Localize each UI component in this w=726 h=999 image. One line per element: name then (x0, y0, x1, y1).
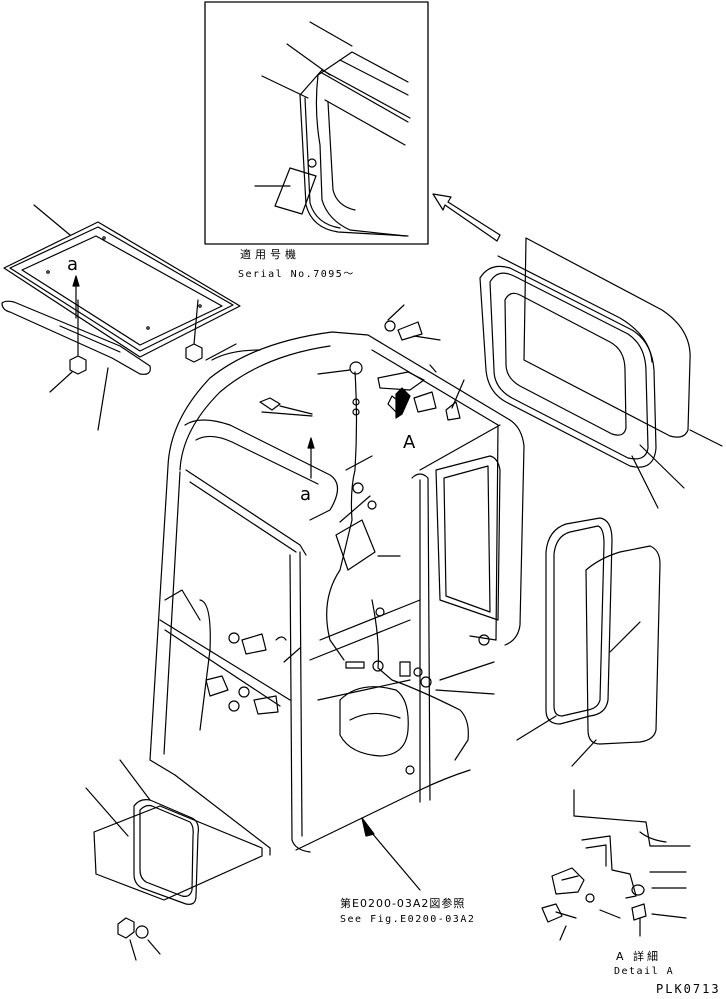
roof-glass-panel (1, 204, 241, 431)
mark-a-cab: a (300, 484, 312, 505)
detail-a-label-jp: A 詳細 (616, 950, 662, 963)
serial-label-en: Serial No.7095〜 (238, 269, 355, 280)
serial-label-jp: 適用号機 (240, 248, 300, 261)
side-window-lower (516, 517, 661, 767)
mark-a-roof: a (67, 254, 79, 275)
reference-label-en: See Fig.E0200-03A2 (340, 914, 476, 925)
rear-cover-plate (85, 759, 263, 961)
inset-arrow (432, 193, 501, 242)
drawing-code: PLK0713 (656, 982, 721, 996)
inset-detail-box (204, 1, 429, 245)
reference-label-jp: 第E0200-03A2図参照 (340, 897, 466, 910)
view-a-marker: A (403, 432, 416, 453)
side-window-upper (479, 237, 723, 509)
cab-body (149, 304, 525, 891)
detail-a-label-en: Detail A (614, 966, 675, 977)
detail-a-drawing (541, 789, 691, 941)
